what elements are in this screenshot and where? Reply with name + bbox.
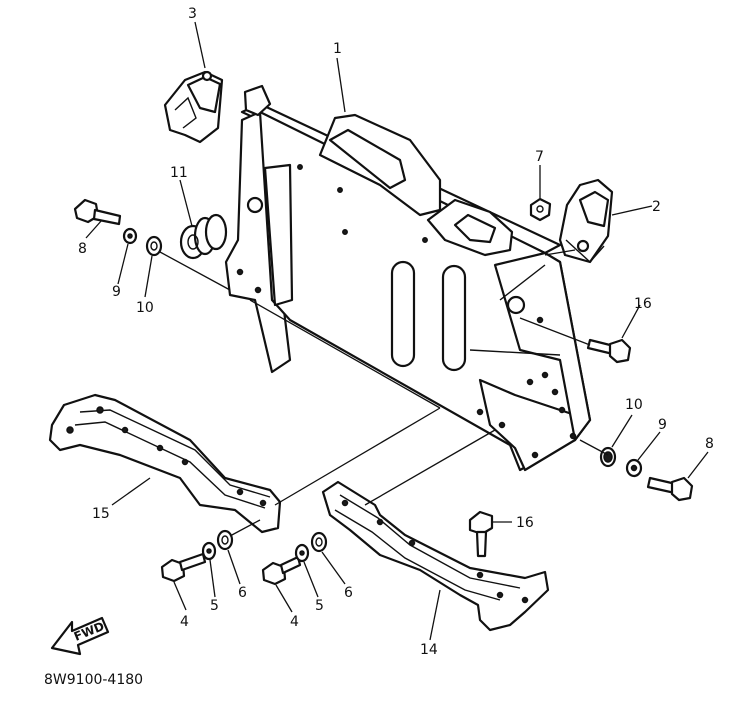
washer-5-b: [294, 543, 310, 563]
fwd-arrow-icon: FWD: [50, 616, 110, 656]
mount-bracket-3: [163, 70, 224, 144]
callout-5-b: 5: [315, 598, 324, 614]
washer-6-a: [216, 529, 234, 551]
callout-1: 1: [333, 41, 342, 57]
callout-6-b: 6: [344, 585, 353, 601]
callout-4-b: 4: [290, 614, 299, 630]
washer-6-b: [310, 531, 328, 553]
nut-7: [529, 197, 552, 222]
callout-2: 2: [652, 199, 661, 215]
mount-bracket-2: [558, 178, 614, 264]
bolt-8-left: [73, 198, 122, 226]
callout-3: 3: [188, 6, 197, 22]
callout-14: 14: [420, 642, 438, 658]
bolt-8-right: [646, 476, 694, 502]
washer-9-left: [122, 227, 138, 245]
callout-8-left: 8: [78, 241, 87, 257]
callout-9-right: 9: [658, 417, 667, 433]
leader-lines: [85, 21, 709, 641]
drawing-code: 8W9100-4180: [44, 672, 144, 688]
callout-9-left: 9: [112, 284, 121, 300]
rail-14: [321, 480, 550, 632]
callout-10-right: 10: [625, 397, 643, 413]
assembly-lines: [159, 249, 609, 537]
washer-10-left: [145, 235, 163, 257]
callout-16-lower: 16: [516, 515, 534, 531]
washer-10-right: [599, 446, 617, 468]
rubber-mount-11: [179, 213, 228, 260]
callout-10-left: 10: [136, 300, 154, 316]
rail-15: [48, 393, 282, 534]
callout-4-a: 4: [180, 614, 189, 630]
bolt-16-lower: [468, 510, 494, 558]
main-bracket: [224, 84, 592, 472]
callout-15: 15: [92, 506, 110, 522]
callout-7: 7: [535, 149, 544, 165]
callout-11: 11: [170, 165, 188, 181]
callout-8-right: 8: [705, 436, 714, 452]
washer-5-a: [201, 541, 217, 561]
callout-16-right: 16: [634, 296, 652, 312]
callout-6-a: 6: [238, 585, 247, 601]
bolt-4-b: [261, 555, 302, 586]
washer-9-right: [625, 458, 643, 478]
callout-5-a: 5: [210, 598, 219, 614]
bolt-16-right: [586, 338, 632, 364]
bolt-4-a: [160, 552, 207, 583]
